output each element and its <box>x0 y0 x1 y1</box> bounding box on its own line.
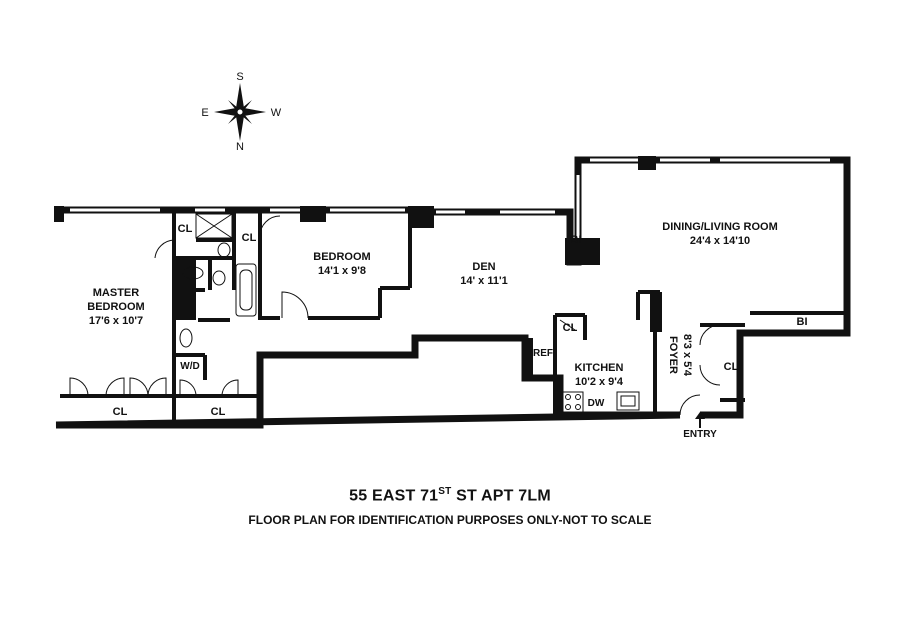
foyer-dims: 8'3 x 5'4 <box>681 334 693 377</box>
columns <box>54 156 656 265</box>
foyer-label: FOYER <box>667 336 679 374</box>
kitchen-label: KITCHEN <box>575 362 624 374</box>
living-bi-label: BI <box>797 316 808 328</box>
master-bedroom-dims: 17'6 x 10'7 <box>89 315 143 327</box>
bedroom-dims: 14'1 x 9'8 <box>318 265 366 277</box>
sink-icon <box>182 266 204 280</box>
entry-arrow-icon <box>695 412 705 428</box>
shower-icon <box>195 213 233 239</box>
dining-living-label: DINING/LIVING ROOM <box>662 221 778 233</box>
bedroom-label: BEDROOM <box>313 251 370 263</box>
dining-living-dims: 24'4 x 14'10 <box>690 235 750 247</box>
compass-east-letter: E <box>201 107 208 119</box>
toilet-icon <box>217 242 231 258</box>
sink-icon-2 <box>179 328 193 348</box>
kitchen-closet-label: CL <box>563 322 578 334</box>
bedroom-closet-label: CL <box>242 232 257 244</box>
door-swings <box>69 215 721 416</box>
title-main: 55 EAST 71 <box>349 487 439 505</box>
kitchen-sink-icon <box>616 391 640 411</box>
den-dims: 14' x 11'1 <box>460 275 507 287</box>
bath-closet-label: CL <box>178 223 193 235</box>
window-lines <box>70 157 830 250</box>
wall-blocks <box>174 258 662 378</box>
compass-south-letter: S <box>236 71 243 83</box>
compass-north-letter: N <box>236 141 244 153</box>
den-bi-label: BI <box>571 234 582 246</box>
master-bedroom-label-line2: BEDROOM <box>87 301 144 313</box>
bath-fixtures <box>179 213 640 413</box>
kitchen-dims: 10'2 x 9'4 <box>575 376 624 388</box>
range-icon <box>562 391 584 413</box>
bathtub-icon <box>235 263 257 317</box>
wd-label: W/D <box>180 361 199 372</box>
ref-label: REF <box>533 348 553 359</box>
foyer-closet-label: CL <box>724 361 739 373</box>
disclaimer: FLOOR PLAN FOR IDENTIFICATION PURPOSES O… <box>248 513 652 527</box>
plan-title: 55 EAST 71ST ST APT 7LM <box>0 486 900 505</box>
windows <box>70 158 830 250</box>
compass-west-letter: W <box>271 107 282 119</box>
hall-closet-label: CL <box>211 406 226 418</box>
master-closet-label: CL <box>113 406 128 418</box>
toilet-icon-2 <box>212 270 226 286</box>
title-rest: ST APT 7LM <box>451 487 551 505</box>
master-bedroom-label-line1: MASTER <box>93 287 140 299</box>
den-label: DEN <box>472 261 495 273</box>
entry-label: ENTRY <box>683 429 717 440</box>
dw-label: DW <box>588 398 605 409</box>
title-superscript: ST <box>438 486 452 497</box>
compass-rose: S E W N <box>201 71 281 153</box>
